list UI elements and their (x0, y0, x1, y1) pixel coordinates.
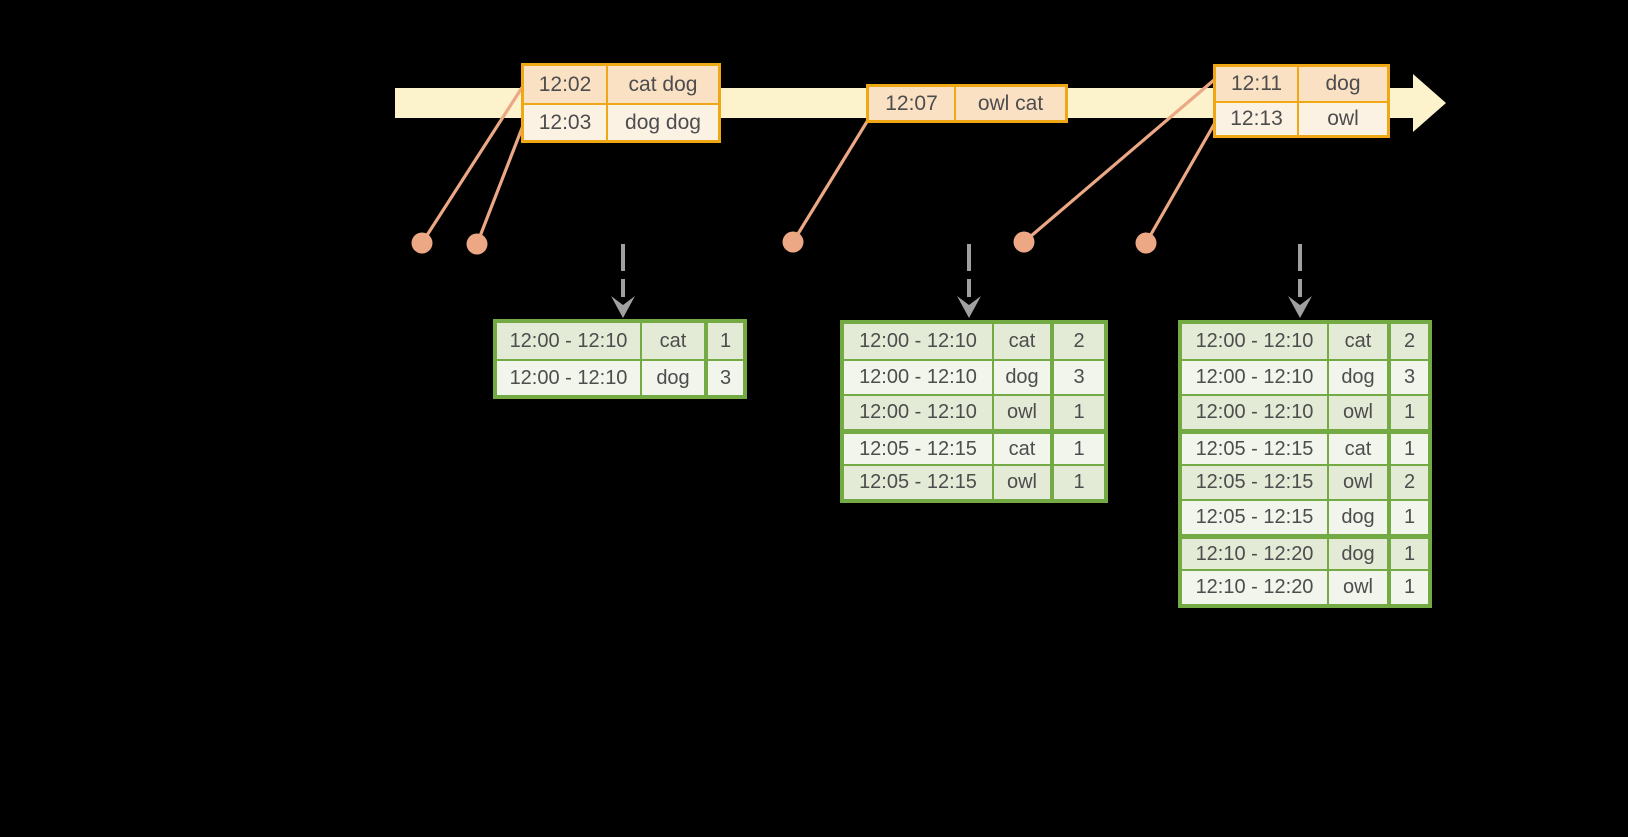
word-cell: cat (992, 324, 1050, 359)
word-cell: owl (1327, 571, 1387, 604)
window-cell: 12:05 - 12:15 (1182, 466, 1327, 499)
window-cell: 12:00 - 12:10 (497, 323, 640, 359)
count-cell: 1 (1050, 466, 1104, 499)
word-cell: owl (1327, 396, 1387, 429)
count-cell: 2 (1050, 324, 1104, 359)
trigger-arrowhead (957, 296, 981, 318)
window-cell: 12:00 - 12:10 (844, 361, 992, 394)
event-connector-line (791, 119, 870, 243)
count-cell: 3 (1387, 361, 1428, 394)
count-cell: 1 (1387, 571, 1428, 604)
count-cell: 2 (1387, 466, 1428, 499)
event-time-cell: 12:11 (1216, 67, 1297, 101)
count-cell: 1 (1387, 434, 1428, 464)
window-cell: 12:00 - 12:10 (844, 324, 992, 359)
word-cell: cat (992, 434, 1050, 464)
event-time-dot (1013, 231, 1035, 253)
window-cell: 12:10 - 12:20 (1182, 571, 1327, 604)
window-cell: 12:00 - 12:10 (497, 361, 640, 395)
event-time-dot (466, 233, 488, 255)
count-cell: 2 (1387, 324, 1428, 359)
event-time-dot (411, 232, 433, 254)
count-cell: 1 (1387, 539, 1428, 569)
trigger-arrowhead (1288, 296, 1312, 318)
word-cell: owl (992, 396, 1050, 429)
word-cell: owl (992, 466, 1050, 499)
count-cell: 3 (1050, 361, 1104, 394)
event-time-cell: 12:13 (1216, 103, 1297, 135)
window-cell: 12:00 - 12:10 (1182, 324, 1327, 359)
trigger-arrowhead (611, 296, 635, 318)
word-cell: cat (640, 323, 704, 359)
count-cell: 1 (1387, 396, 1428, 429)
event-time-cell: 12:07 (869, 87, 954, 120)
event-time-dot (782, 231, 804, 253)
word-cell: cat (1327, 324, 1387, 359)
event-words-cell: dog (1297, 67, 1387, 101)
count-cell: 1 (1050, 396, 1104, 429)
window-cell: 12:00 - 12:10 (1182, 396, 1327, 429)
event-time-cell: 12:02 (524, 66, 606, 103)
word-cell: owl (1327, 466, 1387, 499)
event-connector-line (420, 85, 525, 244)
word-cell: cat (1327, 434, 1387, 464)
window-cell: 12:05 - 12:15 (844, 466, 992, 499)
word-cell: dog (1327, 361, 1387, 394)
event-words-cell: cat dog (606, 66, 718, 103)
count-cell: 1 (1050, 434, 1104, 464)
word-cell: dog (992, 361, 1050, 394)
event-connector-line (1144, 120, 1218, 244)
window-cell: 12:00 - 12:10 (1182, 361, 1327, 394)
window-cell: 12:05 - 12:15 (1182, 501, 1327, 534)
event-time-cell: 12:03 (524, 105, 606, 140)
word-cell: dog (640, 361, 704, 395)
window-cell: 12:05 - 12:15 (844, 434, 992, 464)
count-cell: 1 (704, 323, 743, 359)
word-cell: dog (1327, 539, 1387, 569)
window-cell: 12:00 - 12:10 (844, 396, 992, 429)
window-cell: 12:10 - 12:20 (1182, 539, 1327, 569)
event-words-cell: owl (1297, 103, 1387, 135)
event-words-cell: dog dog (606, 105, 718, 140)
count-cell: 3 (704, 361, 743, 395)
count-cell: 1 (1387, 501, 1428, 534)
event-connector-line (475, 122, 526, 245)
word-cell: dog (1327, 501, 1387, 534)
event-time-dot (1135, 232, 1157, 254)
window-cell: 12:05 - 12:15 (1182, 434, 1327, 464)
event-words-cell: owl cat (954, 87, 1065, 120)
